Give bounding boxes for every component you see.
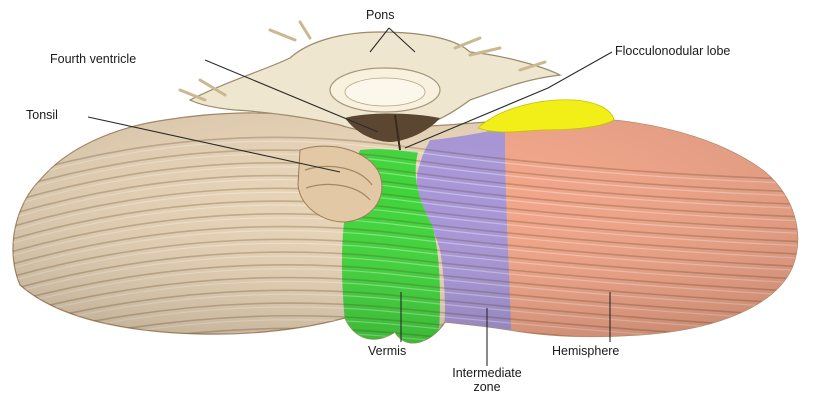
vermis-label: Vermis [368,344,406,358]
intermediate-zone-label-line2: zone [428,380,546,394]
intermediate-zone-label-line1: Intermediate [428,366,546,380]
fourth-ventricle-label: Fourth ventricle [50,52,136,66]
pons-label: Pons [366,8,395,22]
tonsil-label: Tonsil [26,108,58,122]
hemisphere-label: Hemisphere [552,344,619,358]
flocculonodular-lobe-label: Flocculonodular lobe [615,44,730,58]
intermediate-zone-label: Intermediate zone [428,366,546,394]
